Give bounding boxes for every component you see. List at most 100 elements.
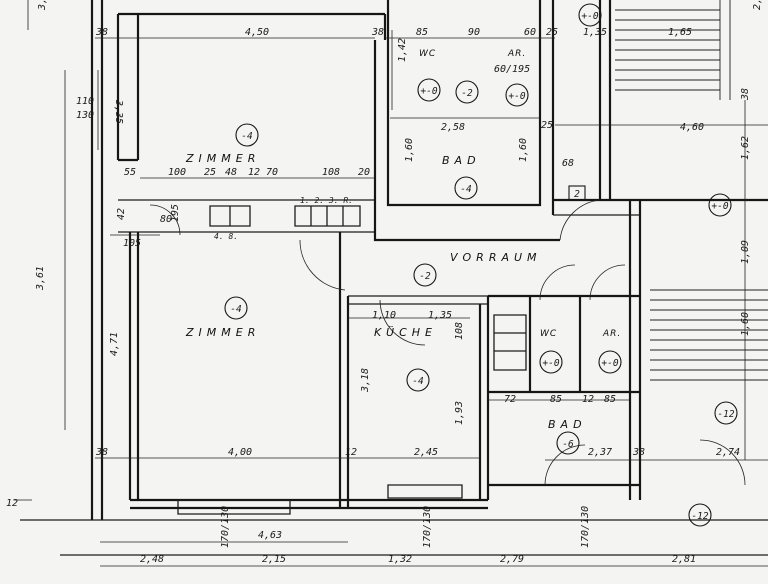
door-swings xyxy=(149,199,746,486)
dim-20: 20 xyxy=(358,167,370,178)
dim-170-130-b: 170/130 xyxy=(422,506,433,548)
dim-165: 1,65 xyxy=(668,27,692,38)
dim-38-e: 38 xyxy=(632,447,645,458)
dim-60: 60 xyxy=(524,27,536,38)
dim-300: 3,00 xyxy=(37,0,48,11)
dim-85-b: 85 xyxy=(550,394,562,405)
dim-335: 3,35 xyxy=(113,99,124,124)
dim-162: 1,62 xyxy=(740,136,751,160)
dim-170-130-c: 170/130 xyxy=(580,506,591,548)
dim-12: 12 xyxy=(248,167,260,178)
dim-105: 105 xyxy=(123,238,141,249)
dim-463: 4,63 xyxy=(258,530,282,541)
dim-38-d: 38 xyxy=(95,447,108,458)
dim-38-c: 38 xyxy=(740,88,751,101)
level-wc-top-c: +-0 xyxy=(508,91,525,102)
room-label-ar-lower: AR. xyxy=(602,329,621,339)
dim-460: 4,60 xyxy=(680,122,704,133)
dim-85-c: 85 xyxy=(604,394,616,405)
cabinet-numbers: 1. 2. 3. R. xyxy=(300,196,353,205)
dim-245: 2,45 xyxy=(414,447,438,458)
room-label-vorraum: VORRAUM xyxy=(450,251,542,264)
dim-80: 80 xyxy=(160,214,172,225)
dim-400: 4,00 xyxy=(228,447,252,458)
dim-12-c: 12 xyxy=(345,447,357,458)
dim-110-b: 1,10 xyxy=(372,310,396,321)
level-wc-lower-b: +-0 xyxy=(601,358,618,369)
dim-450: 4,50 xyxy=(245,27,269,38)
level-bad-lower: -6 xyxy=(562,439,574,450)
dim-132: 1,32 xyxy=(388,554,412,565)
dim-90: 90 xyxy=(468,27,480,38)
dim-25-b: 25 xyxy=(541,120,553,131)
dim-195: 195 xyxy=(170,204,181,222)
level-wc-top-b: -2 xyxy=(461,88,473,99)
dim-160-b: 1,60 xyxy=(518,138,529,162)
level-kueche: -4 xyxy=(412,376,424,387)
dim-38-a: 38 xyxy=(95,27,108,38)
room-label-bad-lower: BAD xyxy=(548,418,587,431)
dim-279: 2,79 xyxy=(500,554,524,565)
dim-110: 110 xyxy=(76,96,94,107)
level-wc-top-a: +-0 xyxy=(420,86,437,97)
dim-38-b: 38 xyxy=(371,27,384,38)
dim-471: 4,71 xyxy=(109,332,120,356)
stairs-top-right xyxy=(615,0,731,100)
cabinets xyxy=(177,205,527,515)
dim-160-c: 1,60 xyxy=(740,312,751,336)
level-zimmer-top: -4 xyxy=(241,131,253,142)
room-label-kueche: KÜCHE xyxy=(374,326,437,339)
dim-135-b: 1,35 xyxy=(428,310,452,321)
level-markers xyxy=(224,3,738,527)
dim-109: 1,09 xyxy=(740,240,751,264)
dim-70: 70 xyxy=(266,167,278,178)
dim-142: 1,42 xyxy=(397,38,408,62)
dim-130: 130 xyxy=(76,110,94,121)
dim-108-b: 108 xyxy=(454,322,465,340)
stairs-right xyxy=(650,289,768,381)
cabinet-marks: 1. 2. 3. R. 4. 8. xyxy=(214,196,353,241)
room-label-wc-lower: WC xyxy=(540,329,557,339)
room-label-bad-top: BAD xyxy=(442,154,481,167)
dim-237: 2,37 xyxy=(588,447,612,458)
dim-361: 3,61 xyxy=(35,266,46,291)
level-box: 2 xyxy=(574,189,580,200)
level-bad-top: -4 xyxy=(460,184,472,195)
dim-193: 1,93 xyxy=(454,401,465,425)
dimension-lines xyxy=(14,0,768,567)
dim-42: 42 xyxy=(116,208,127,220)
dim-68: 68 xyxy=(562,158,574,169)
dim-60-195: 60/195 xyxy=(494,64,530,75)
room-label-zimmer-top: ZIMMER xyxy=(185,152,260,165)
dim-258: 2,58 xyxy=(441,122,465,133)
level-corner-top: +-0 xyxy=(581,11,598,22)
dimension-labels: 4,50 38 38 3,35 110 130 85 90 60 25 1,35… xyxy=(6,0,763,565)
dim-170-130-a: 170/130 xyxy=(220,506,231,548)
dim-25-c: 25 xyxy=(204,167,216,178)
dim-12-d: 12 xyxy=(6,498,18,509)
dim-215: 2,15 xyxy=(262,554,286,565)
dim-274: 2,74 xyxy=(716,447,740,458)
dim-12-b: 12 xyxy=(582,394,594,405)
walls xyxy=(20,0,768,556)
level-vorraum: -2 xyxy=(419,271,431,282)
dim-248: 2,48 xyxy=(140,554,164,565)
level-right-col: +-0 xyxy=(711,201,728,212)
level-wc-lower-a: +-0 xyxy=(542,358,559,369)
cabinet-small: 4. 8. xyxy=(214,232,238,241)
dim-160-a: 1,60 xyxy=(404,138,415,162)
dim-135: 1,35 xyxy=(583,27,607,38)
dim-281: 2,81 xyxy=(672,554,696,565)
level-zimmer-main: -4 xyxy=(230,304,242,315)
dim-26: 2,6 xyxy=(752,0,763,10)
dim-55: 55 xyxy=(124,167,136,178)
room-label-wc-top: WC xyxy=(419,49,436,59)
level-bottom-right: -12 xyxy=(691,511,708,522)
dim-85: 85 xyxy=(416,27,428,38)
room-label-ar-top: AR. xyxy=(507,49,526,59)
dim-100: 100 xyxy=(168,167,186,178)
dim-318: 3,18 xyxy=(360,368,371,393)
dim-48: 48 xyxy=(225,167,237,178)
dim-25-a: 25 xyxy=(546,27,558,38)
